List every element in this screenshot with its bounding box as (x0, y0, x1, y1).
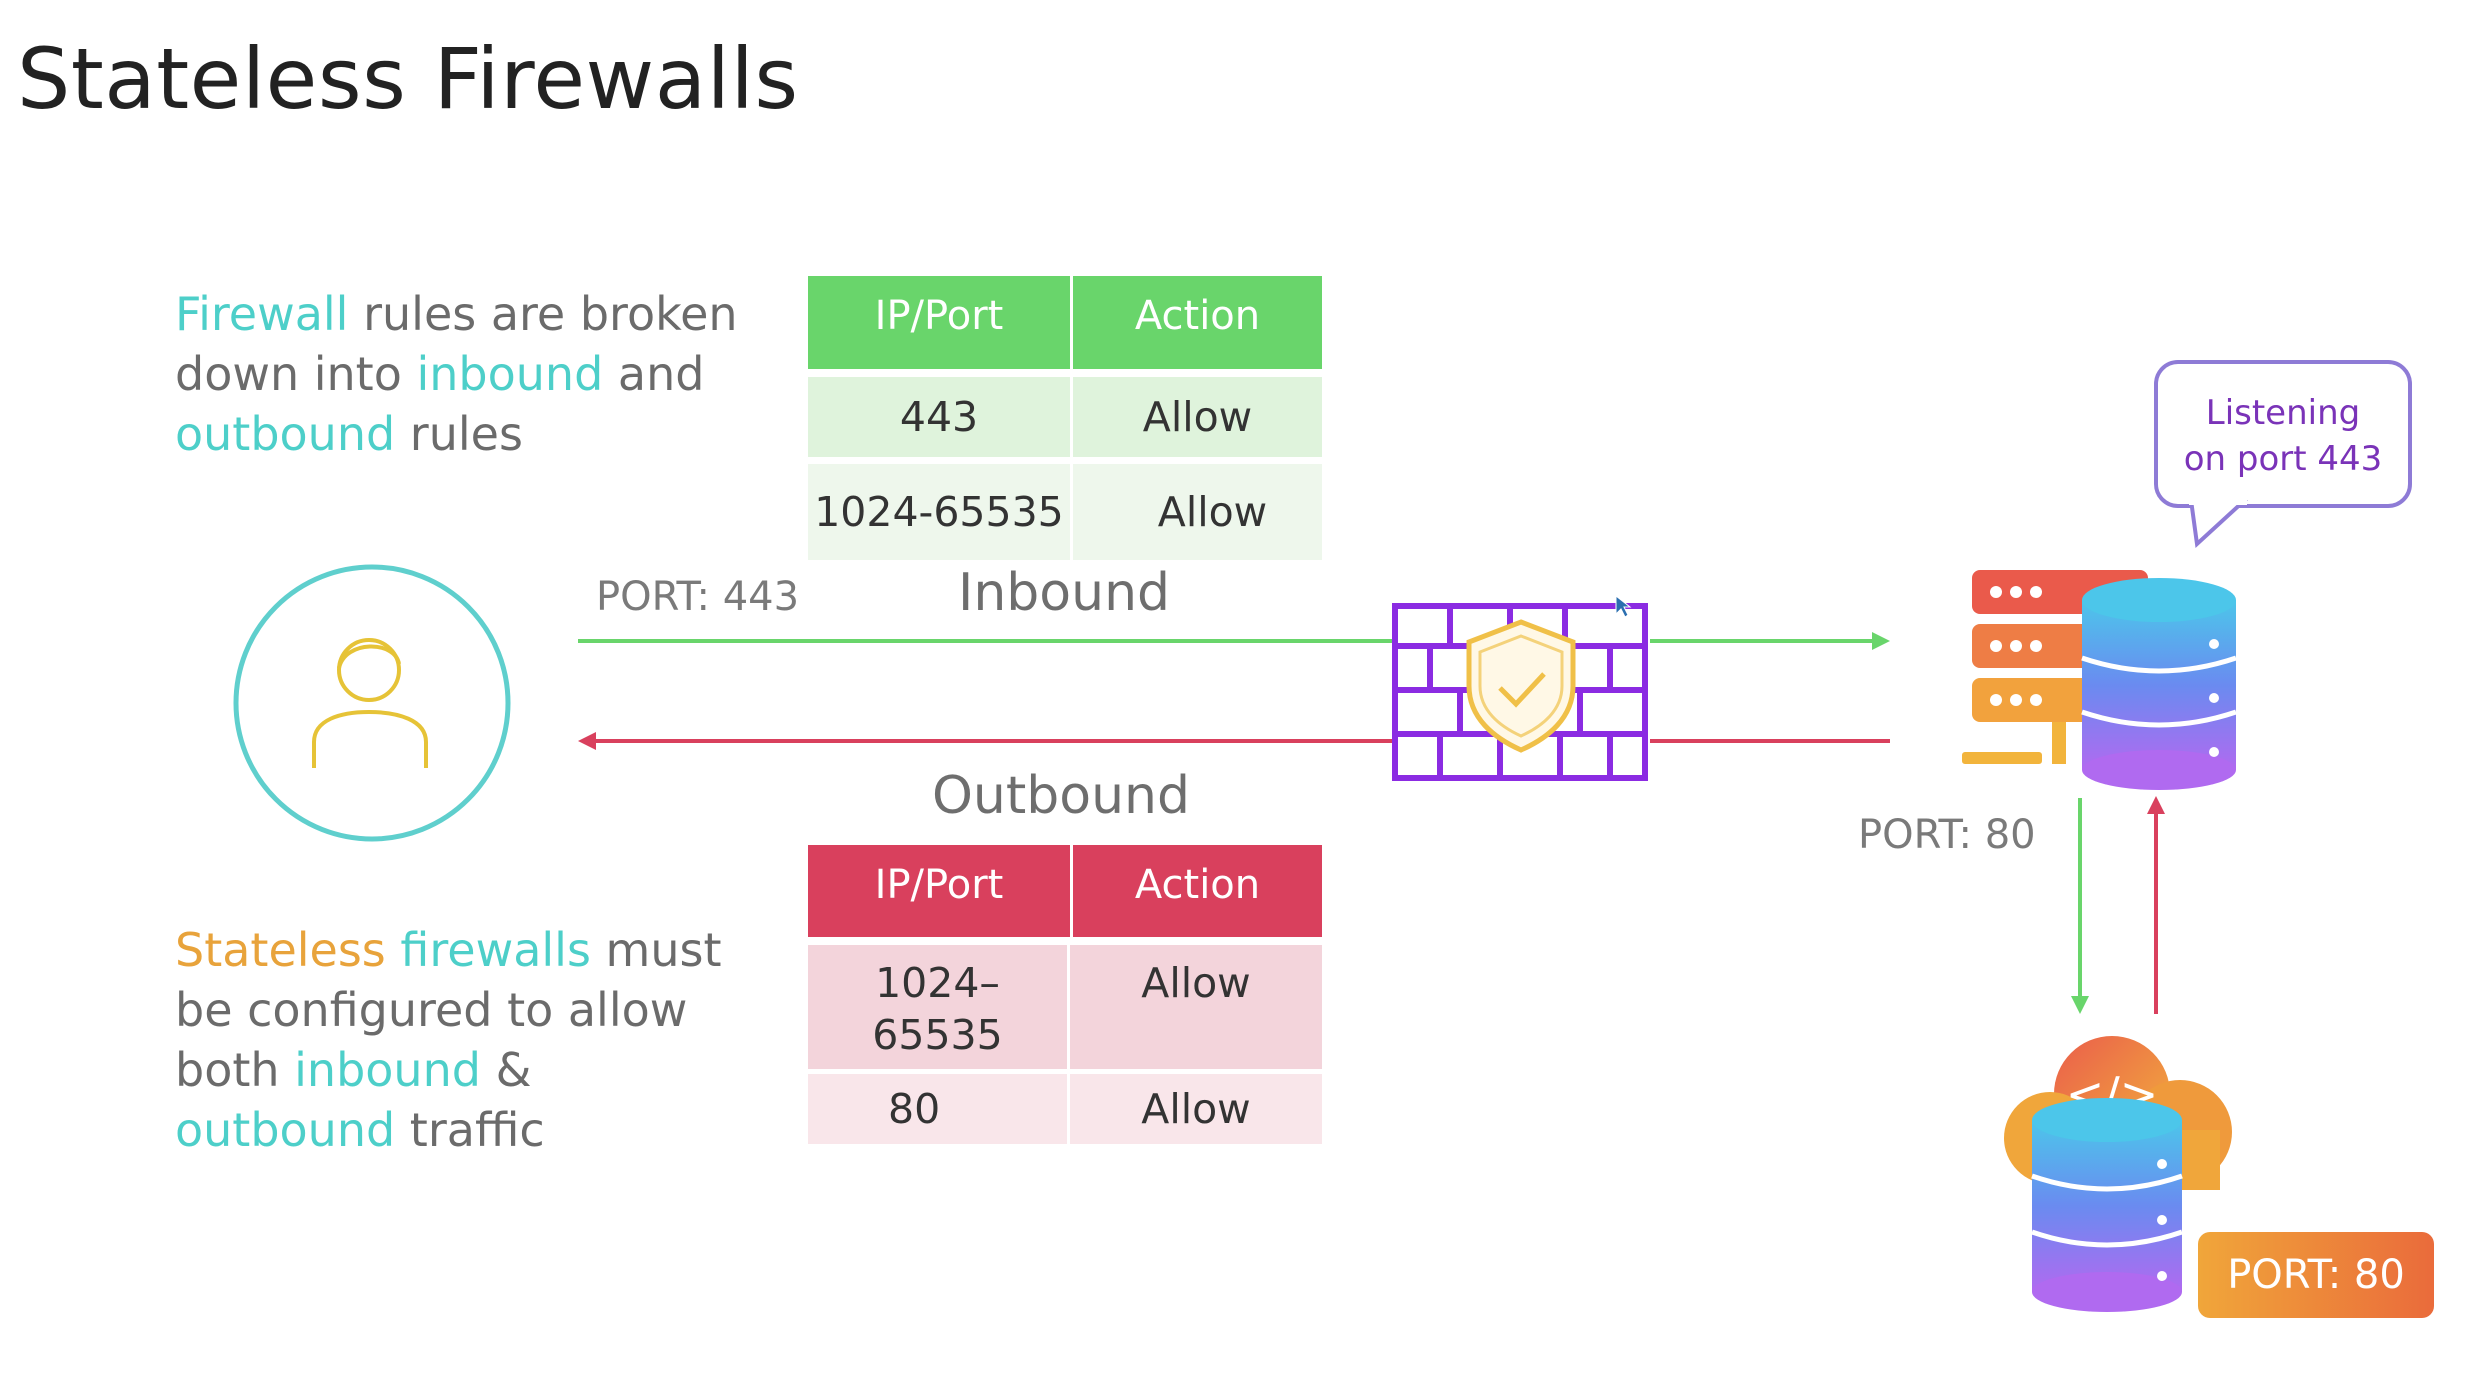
note-text-2: be configured to allow (175, 983, 688, 1037)
outbound-arrow (578, 732, 1890, 750)
note-text: Stateless firewalls must be configured t… (175, 920, 722, 1160)
intro-text-2: down into (175, 347, 417, 401)
outbound-row-1-ipport: 1024– 65535 (808, 945, 1070, 1069)
page-title: Stateless Firewalls (17, 30, 799, 128)
down-arrow (2071, 798, 2089, 1014)
intro-word-outbound: outbound (175, 407, 396, 461)
user-icon (233, 564, 511, 842)
port-443-label: PORT: 443 (596, 574, 800, 620)
shield-check-icon (1466, 619, 1576, 753)
note-text-1: must (590, 923, 722, 977)
intro-text-4: rules (395, 407, 523, 461)
inbound-header-ipport: IP/Port (808, 276, 1073, 369)
intro-word-firewall: Firewall (175, 287, 349, 341)
outbound-row-1: 1024– 65535 Allow (808, 945, 1322, 1069)
up-arrow (2147, 796, 2165, 1014)
inbound-table-header: IP/Port Action (808, 276, 1322, 369)
outbound-row-2-ipport: 80 (808, 1074, 1070, 1144)
note-word-firewalls: firewalls (400, 923, 591, 977)
port-80-side-label: PORT: 80 (1858, 812, 2036, 858)
inbound-row-2: 1024-65535 Allow (808, 464, 1322, 560)
outbound-row-2: 80 Allow (808, 1074, 1322, 1144)
server-database-icon (1962, 570, 2237, 790)
inbound-row-1: 443 Allow (808, 377, 1322, 457)
inbound-label: Inbound (958, 563, 1171, 623)
intro-text-1: rules are broken (348, 287, 738, 341)
outbound-header-action: Action (1134, 862, 1261, 908)
inbound-header-action: Action (1134, 293, 1261, 339)
outbound-row-1-action: Allow (1141, 959, 1251, 1007)
note-text-3: both (175, 1043, 295, 1097)
note-word-inbound: inbound (294, 1043, 481, 1097)
outbound-rules-table: IP/Port Action 1024– 65535 Allow 80 Allo… (808, 845, 1322, 1144)
cloud-code-database-icon: </> (2004, 1036, 2232, 1312)
outbound-table-header: IP/Port Action (808, 845, 1322, 937)
outbound-label: Outbound (932, 766, 1191, 826)
note-word-stateless: Stateless (175, 923, 386, 977)
inbound-row-2-action: Allow (1157, 488, 1268, 536)
inbound-row-1-action: Allow (1142, 393, 1253, 441)
note-text-5: traffic (395, 1103, 545, 1157)
port-80-badge: PORT: 80 (2198, 1232, 2434, 1318)
inbound-arrow (578, 632, 1890, 650)
listening-bubble: Listening on port 443 (2154, 360, 2412, 508)
outbound-header-ipport: IP/Port (808, 845, 1073, 937)
intro-text-3: and (603, 347, 705, 401)
inbound-row-1-ipport: 443 (808, 377, 1073, 457)
bubble-tail (2188, 500, 2248, 549)
listening-text: Listening on port 443 (2183, 393, 2383, 479)
outbound-row-2-action: Allow (1141, 1085, 1251, 1133)
inbound-row-2-ipport: 1024-65535 (808, 464, 1073, 560)
intro-word-inbound: inbound (416, 347, 604, 401)
inbound-rules-table: IP/Port Action 443 Allow 1024-65535 Allo… (808, 276, 1322, 560)
note-word-outbound: outbound (175, 1103, 396, 1157)
cursor-icon (1615, 594, 1632, 618)
note-text-4: & (480, 1043, 532, 1097)
intro-text: Firewall rules are broken down into inbo… (175, 284, 738, 464)
